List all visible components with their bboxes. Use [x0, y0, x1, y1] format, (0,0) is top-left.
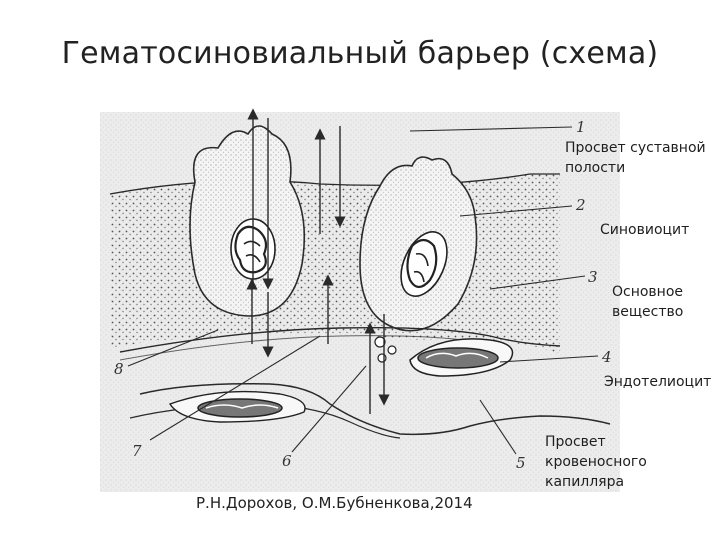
callout-5: 5 — [516, 454, 526, 472]
label-joint-cavity: Просвет суставной полости — [565, 140, 706, 176]
endothelial-nucleus-upper — [417, 347, 499, 369]
synoviocyte-left — [189, 125, 306, 317]
callout-6: 6 — [282, 452, 292, 470]
label-capillary-lumen: Просвет кровеносного капилляра — [545, 434, 647, 490]
synoviocyte-right — [359, 156, 478, 332]
label-endotheliocyte: Эндотелиоцит — [604, 374, 712, 390]
callout-3: 3 — [588, 268, 598, 286]
diagram-canvas: 1 2 3 4 5 6 7 8 — [100, 108, 620, 492]
source-credit: Р.Н.Дорохов, О.М.Бубненкова,2014 — [196, 494, 473, 512]
endotheliocyte-lower — [168, 390, 306, 423]
endotheliocyte-upper — [409, 338, 514, 377]
callout-8: 8 — [114, 360, 124, 378]
callout-1: 1 — [576, 118, 586, 136]
callout-4: 4 — [601, 348, 612, 366]
capillary-wall-lower — [139, 382, 611, 436]
label-synoviocyte: Синовиоцит — [600, 222, 690, 238]
label-ground-substance: Основное вещество — [612, 284, 684, 320]
callout-7: 7 — [132, 442, 142, 460]
callout-2: 2 — [575, 196, 586, 214]
ground-substance-region — [110, 174, 560, 354]
slide-title: Гематосиновиальный барьер (схема) — [61, 36, 659, 71]
basement-line-upper — [119, 326, 561, 353]
barrier-diagram: 1 2 3 4 5 6 7 8 — [20, 104, 700, 524]
